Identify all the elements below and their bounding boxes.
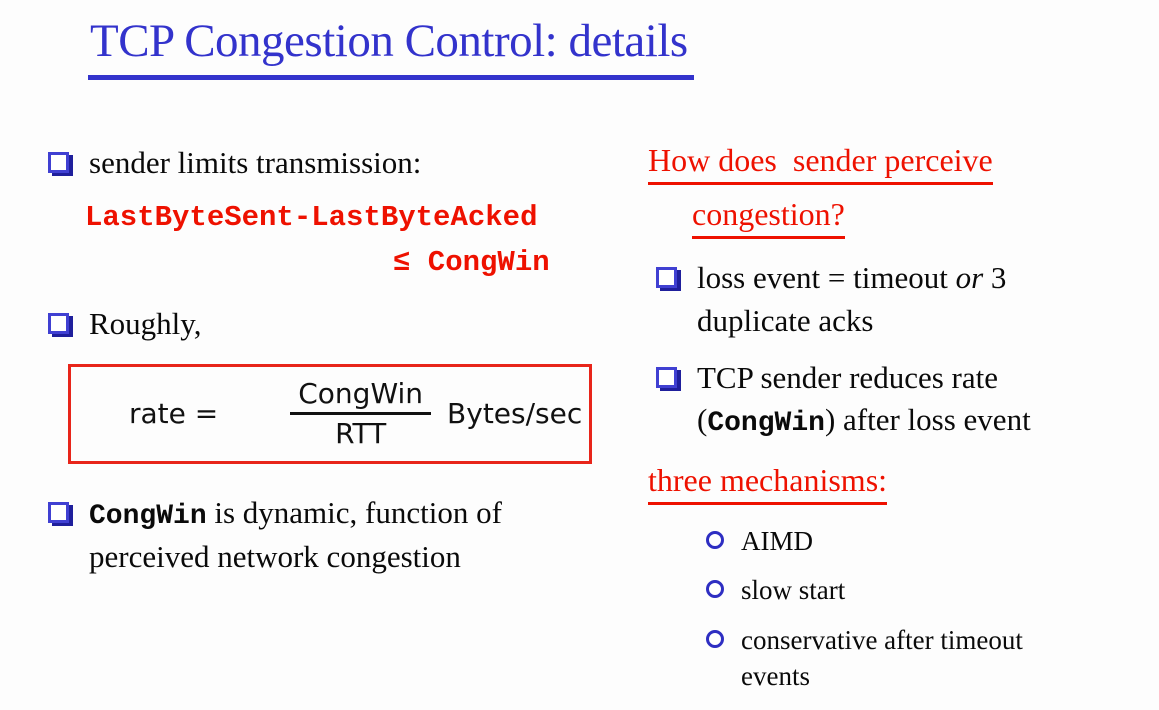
bullet-roughly-text: Roughly,: [89, 305, 202, 341]
mechanism-slow-start: slow start: [741, 575, 846, 606]
mechanism-conservative: conservative after timeout events: [741, 624, 1023, 692]
inline-code-congwin: CongWin: [707, 408, 825, 440]
square-bullet-icon: [48, 501, 69, 523]
mechanisms-heading-text: three mechanisms:: [648, 460, 888, 505]
formula-box: rate = CongWin RTT Bytes/sec: [68, 363, 592, 464]
question-line-1: How does sender perceive: [648, 140, 993, 185]
code-line-lastbytesent: LastByteSent-LastByteAcked: [85, 200, 538, 234]
bullet-sender-limits: sender limits transmission:: [40, 142, 625, 185]
list-item: conservative after timeout events: [706, 622, 1138, 695]
bullet-tcp-reduces-text: TCP sender reduces rate (CongWin) after …: [697, 357, 1071, 444]
question-line-2: congestion?: [692, 194, 845, 239]
bullet-roughly: Roughly,: [40, 303, 625, 346]
square-bullet-icon: [48, 312, 69, 334]
bullet-tcp-reduces: TCP sender reduces rate (CongWin) after …: [648, 357, 1138, 444]
formula-denominator: RTT: [335, 417, 387, 451]
circle-bullet-icon: [706, 629, 724, 648]
right-column: How does sender perceive congestion? los…: [648, 140, 1138, 708]
mechanisms-list: AIMD slow start conservative after timeo…: [706, 523, 1138, 695]
formula-fraction: CongWin RTT: [290, 377, 432, 451]
list-item: AIMD: [706, 523, 1138, 559]
list-item: slow start: [706, 572, 1138, 608]
formula-numerator: CongWin: [290, 377, 432, 416]
bullet-congwin-dynamic-text: CongWin is dynamic, function of perceive…: [89, 492, 609, 579]
tcp-reduces-post: ) after loss event: [824, 402, 1031, 438]
tcp-reduces-pre: TCP sender reduces rate (: [697, 359, 998, 438]
left-column: sender limits transmission: LastByteSent…: [40, 142, 625, 579]
formula-lhs: rate =: [129, 397, 219, 431]
bullet-loss-event: loss event = timeout or 3 duplicate acks: [648, 257, 1138, 343]
bullet-loss-event-text: loss event = timeout or 3 duplicate acks: [697, 257, 1079, 343]
bullet-congwin-dynamic: CongWin is dynamic, function of perceive…: [40, 492, 625, 579]
circle-bullet-icon: [706, 530, 724, 549]
bullet-congwin-dynamic-rest: is dynamic, function of perceived networ…: [89, 494, 502, 575]
square-bullet-icon: [656, 366, 677, 388]
circle-bullet-icon: [706, 580, 724, 599]
loss-event-or: or: [955, 260, 984, 295]
formula-unit: Bytes/sec: [447, 397, 583, 431]
bullet-sender-limits-text: sender limits transmission:: [89, 145, 422, 180]
question-line-2-wrap: congestion?: [692, 194, 1138, 239]
loss-event-pre: loss event = timeout: [697, 260, 956, 295]
mechanism-aimd: AIMD: [741, 525, 813, 556]
mechanisms-heading: three mechanisms:: [648, 460, 1138, 505]
square-bullet-icon: [48, 152, 69, 173]
inline-code-congwin: CongWin: [89, 500, 207, 532]
loss-event-post: 3 duplicate acks: [697, 260, 1007, 338]
page-title: TCP Congestion Control: details: [88, 14, 694, 80]
square-bullet-icon: [656, 267, 677, 288]
question-heading: How does sender perceive congestion?: [648, 140, 1138, 239]
code-line-congwin-bound: ≤ CongWin: [393, 245, 550, 279]
